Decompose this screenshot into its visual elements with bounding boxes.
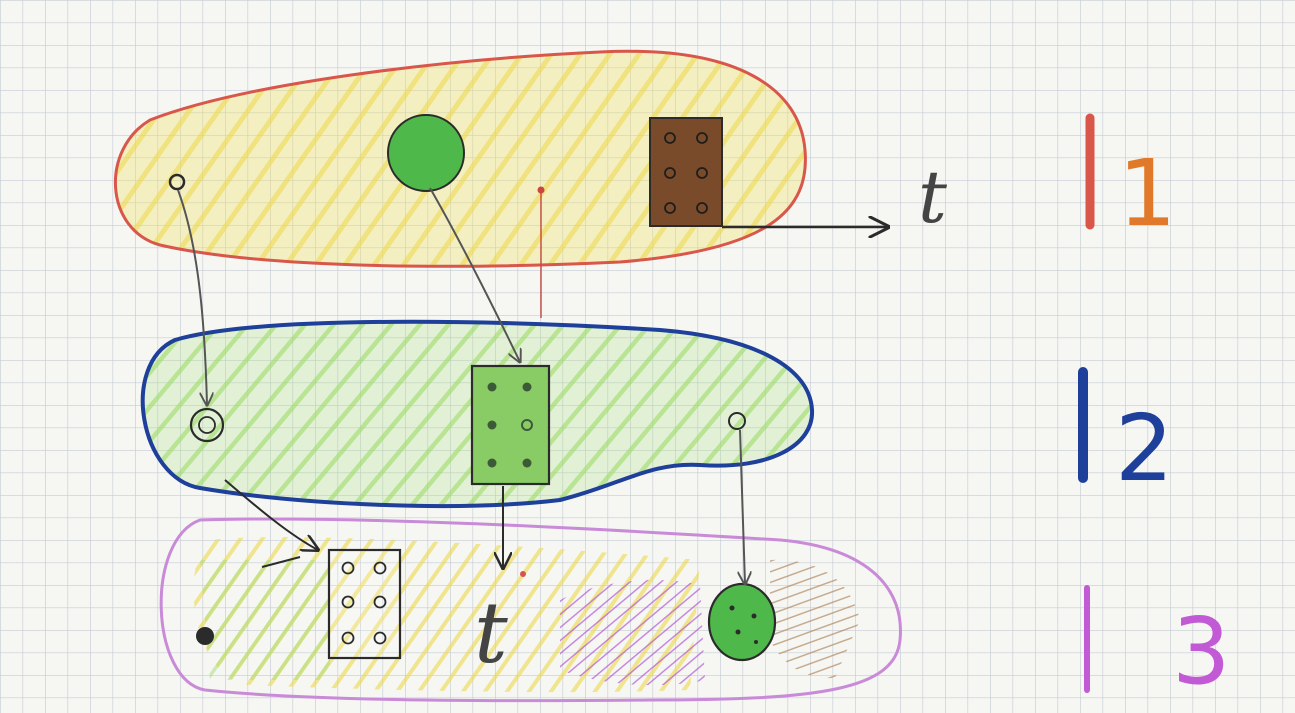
green-circle-icon	[388, 115, 464, 191]
red-dot	[520, 571, 526, 577]
row-3-fill-green	[200, 560, 330, 680]
dark-dot-icon	[196, 627, 214, 645]
red-dot	[538, 187, 545, 194]
dotted-block-icon	[329, 550, 400, 658]
green-circle-icon	[709, 584, 775, 660]
brown-dotted-block-icon	[650, 118, 722, 226]
row-1-time-label: t	[918, 155, 948, 239]
row-1-number: 1	[1118, 140, 1177, 247]
row-3-time-label: t	[474, 584, 508, 682]
green-dotted-block-icon	[472, 366, 549, 484]
row-2-number: 2	[1115, 395, 1174, 502]
row-3-fill-purple	[560, 580, 705, 685]
row-3-number: 3	[1172, 598, 1231, 705]
